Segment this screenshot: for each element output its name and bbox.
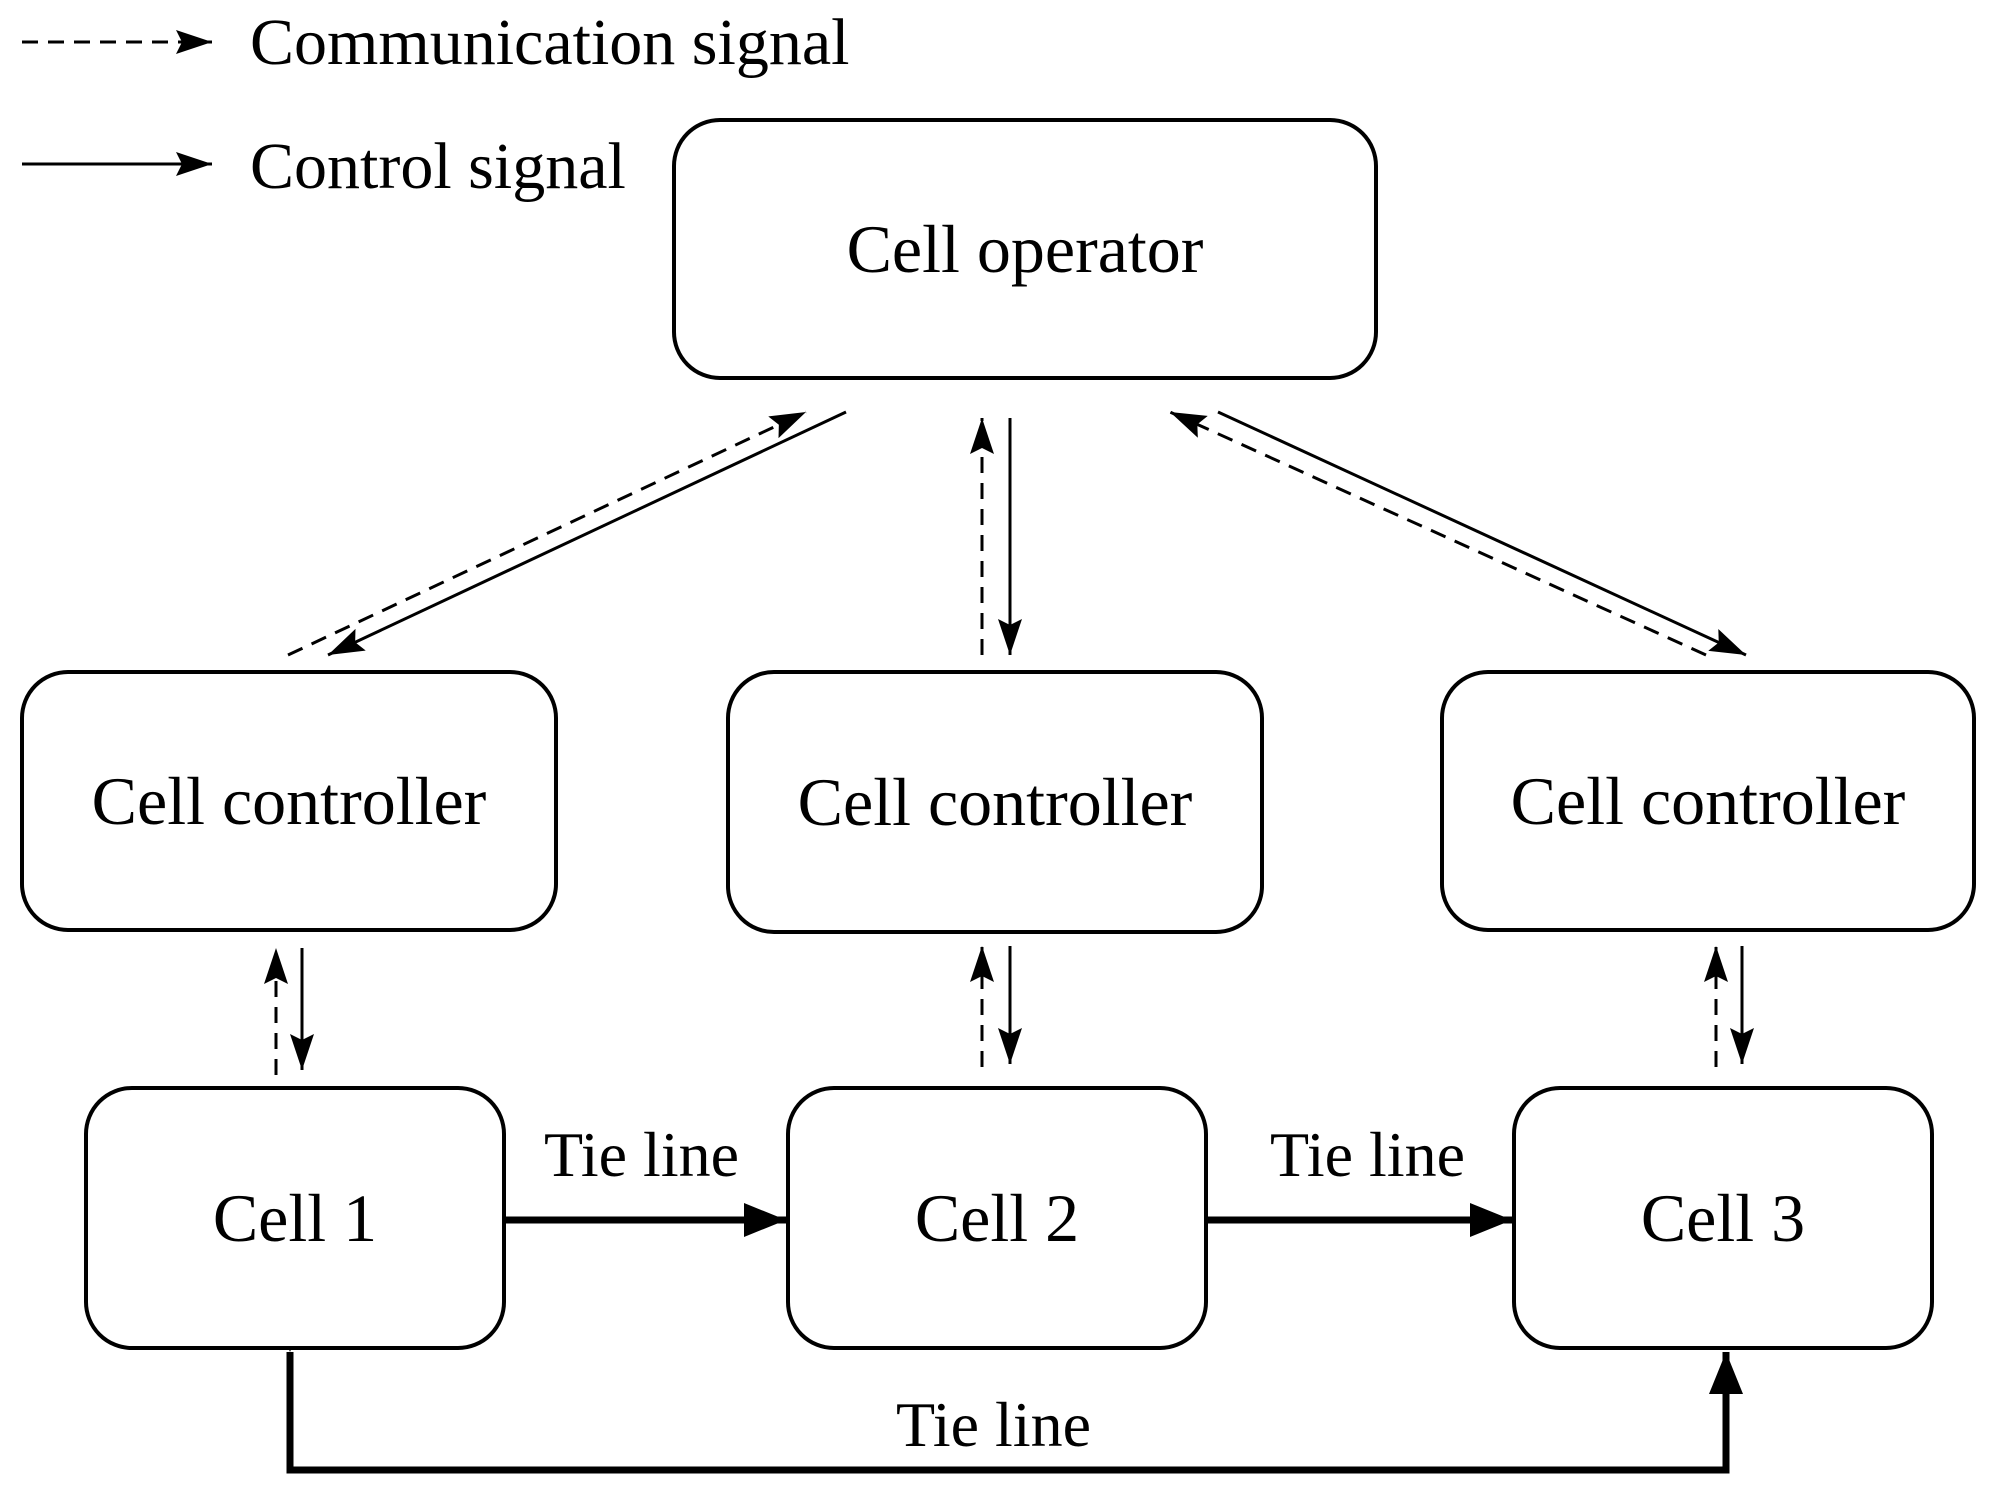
cell-operator-label: Cell operator	[846, 210, 1204, 287]
cell-3-label: Cell 3	[1640, 1179, 1806, 1256]
control-arrow-operator-to-controller1	[327, 410, 847, 657]
legend-control-label: Control signal	[250, 130, 626, 203]
comm-arrow-controller3-to-operator	[1169, 410, 1707, 657]
cell-2-label: Cell 2	[914, 1179, 1080, 1256]
cell-3-box: Cell 3	[1512, 1086, 1934, 1350]
cell-controller-1-label: Cell controller	[91, 762, 487, 839]
tie-line-label-1-2: Tie line	[544, 1119, 739, 1190]
cell-1-label: Cell 1	[212, 1179, 378, 1256]
tie-line-cell1-cell3	[273, 1310, 1743, 1474]
tie-line-label-1-3: Tie line	[896, 1389, 1091, 1460]
cell-controller-3-box: Cell controller	[1440, 670, 1976, 932]
cell-2-box: Cell 2	[786, 1086, 1208, 1350]
cell-controller-2-box: Cell controller	[726, 670, 1264, 934]
cell-operator-box: Cell operator	[672, 118, 1378, 380]
cell-controller-1-box: Cell controller	[20, 670, 558, 932]
cell-controller-2-label: Cell controller	[797, 763, 1193, 840]
legend-communication-label: Communication signal	[250, 6, 850, 79]
cell-controller-3-label: Cell controller	[1510, 762, 1906, 839]
comm-arrow-controller1-to-operator	[287, 410, 807, 657]
cell-1-box: Cell 1	[84, 1086, 506, 1350]
tie-line-label-2-3: Tie line	[1270, 1119, 1465, 1190]
control-arrow-operator-to-controller3	[1217, 410, 1747, 657]
